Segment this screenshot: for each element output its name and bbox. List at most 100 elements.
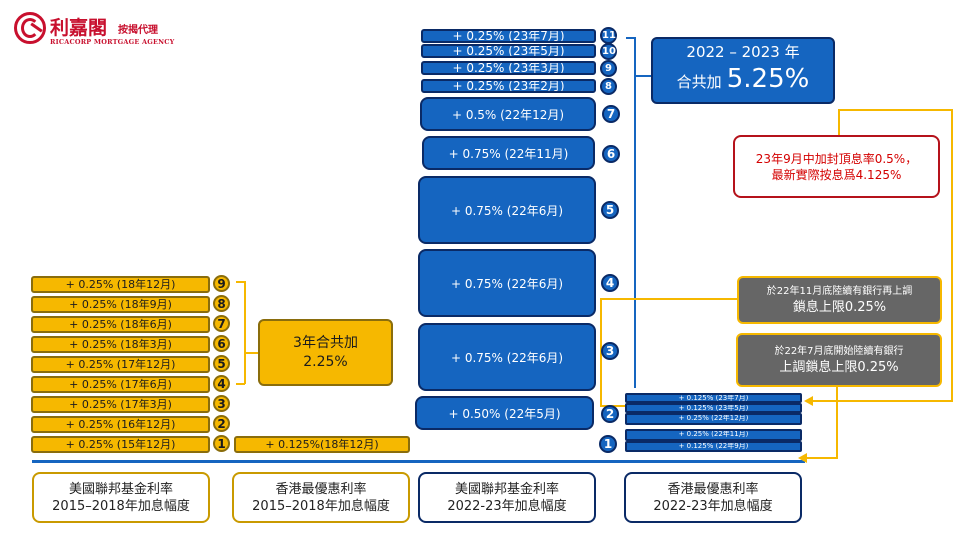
prime-2022-top-1: + 0.125% (23年7月) bbox=[625, 393, 802, 403]
logo-mark-icon bbox=[14, 12, 46, 44]
fed-2015-label: + 0.25% (16年12月) bbox=[31, 416, 210, 433]
fed-2022-total-value: 5.25% bbox=[726, 64, 810, 94]
fed-2015-total-value: 2.25% bbox=[303, 353, 348, 370]
caption-prime-2022: 香港最優惠利率 2022-23年加息幅度 bbox=[624, 472, 802, 523]
blue-bracket-vertical bbox=[634, 37, 636, 388]
fed-2022-label-3: + 0.75% (22年6月) bbox=[418, 323, 596, 391]
fed-2022-label-10: + 0.25% (23年5月) bbox=[421, 44, 596, 58]
fed-2015-label: + 0.25% (17年3月) bbox=[31, 396, 210, 413]
fed-2015-row-9: + 0.25% (18年12月) 9 bbox=[31, 275, 246, 293]
gold-arrow-jul-shaft bbox=[812, 400, 953, 402]
arrow-head-nov-icon bbox=[798, 453, 807, 463]
caption-subtitle: 2015–2018年加息幅度 bbox=[252, 498, 390, 514]
fed-2015-num: 7 bbox=[213, 315, 230, 332]
fed-2015-row-8: + 0.25% (18年9月) 8 bbox=[31, 295, 246, 313]
gold-arrow-jul-top bbox=[838, 109, 953, 111]
fed-2015-label: + 0.25% (17年12月) bbox=[31, 356, 210, 373]
prime-2015-label: + 0.125%(18年12月) bbox=[234, 436, 410, 453]
fed-2022-num-2: 2 bbox=[601, 405, 619, 423]
fed-2015-num: 4 bbox=[213, 375, 230, 392]
gold-bracket-top bbox=[236, 281, 245, 283]
fed-2015-label: + 0.25% (18年12月) bbox=[31, 276, 210, 293]
fed-2015-label: + 0.25% (17年6月) bbox=[31, 376, 210, 393]
fed-2015-label: + 0.25% (15年12月) bbox=[31, 436, 210, 453]
fed-2022-total-title: 2022 – 2023 年 bbox=[686, 43, 800, 61]
fed-2015-row-5: + 0.25% (17年12月) 5 bbox=[31, 355, 246, 373]
fed-2015-label: + 0.25% (18年3月) bbox=[31, 336, 210, 353]
fed-2022-label-2: + 0.50% (22年5月) bbox=[415, 396, 594, 430]
prime-2022-top-3: + 0.25% (22年12月) bbox=[625, 413, 802, 425]
fed-2022-total-prefix: 合共加 bbox=[676, 73, 722, 91]
jul-lock-line2: 上調鎖息上限0.25% bbox=[779, 359, 899, 375]
fed-2015-label: + 0.25% (18年9月) bbox=[31, 296, 210, 313]
fed-2022-num-5: 5 bbox=[601, 201, 619, 219]
prime-2022-bottom-2: + 0.125% (22年9月) bbox=[625, 441, 802, 452]
gold-link-top bbox=[600, 298, 738, 300]
caption-fed-2015: 美國聯邦基金利率 2015–2018年加息幅度 bbox=[32, 472, 210, 523]
gold-bracket-stub bbox=[244, 352, 258, 354]
fed-2015-num: 6 bbox=[213, 335, 230, 352]
prime-2022-top-2: + 0.125% (23年5月) bbox=[625, 403, 802, 413]
caption-subtitle: 2022-23年加息幅度 bbox=[653, 498, 773, 514]
blue-bracket-stub bbox=[634, 75, 652, 77]
caption-title: 香港最優惠利率 bbox=[667, 481, 759, 497]
fed-2022-num-9: 9 bbox=[600, 60, 617, 77]
gold-arrow-nov-vertical bbox=[836, 386, 838, 458]
fed-2015-num: 2 bbox=[213, 415, 230, 432]
fed-2022-num-6: 6 bbox=[602, 145, 620, 163]
jul-lock-line1: 於22年7月底開始陸續有銀行 bbox=[774, 345, 904, 357]
logo: 利嘉閣 按揭代理 RICACORP MORTGAGE AGENCY bbox=[14, 8, 214, 48]
baseline bbox=[32, 460, 805, 463]
fed-2022-num-7: 7 bbox=[602, 105, 620, 123]
fed-2015-row-2: + 0.25% (16年12月) 2 bbox=[31, 415, 246, 433]
gold-arrow-nov-shaft bbox=[806, 457, 838, 459]
fed-2022-label-4: + 0.75% (22年6月) bbox=[418, 249, 596, 317]
fed-2022-label-9: + 0.25% (23年3月) bbox=[421, 61, 596, 75]
gold-arrow-jul-vertical bbox=[951, 109, 953, 401]
nov-lock-line2: 鎖息上限0.25% bbox=[792, 299, 887, 315]
logo-name: 利嘉閣 bbox=[50, 17, 108, 39]
blue-bracket-top bbox=[626, 37, 636, 39]
fed-2022-label-7: + 0.5% (22年12月) bbox=[420, 97, 596, 131]
fed-2022-label-8: + 0.25% (23年2月) bbox=[421, 79, 596, 93]
fed-2022-num-4: 4 bbox=[601, 274, 619, 292]
nov-lock-note: 於22年11月底陸續有銀行再上調 鎖息上限0.25% bbox=[737, 276, 942, 324]
caption-subtitle: 2022-23年加息幅度 bbox=[447, 498, 567, 514]
fed-2015-row-3: + 0.25% (17年3月) 3 bbox=[31, 395, 246, 413]
logo-suffix: 按揭代理 bbox=[118, 25, 158, 36]
gold-bracket-bottom bbox=[236, 383, 245, 385]
caption-prime-2015: 香港最優惠利率 2015–2018年加息幅度 bbox=[232, 472, 410, 523]
prime-2022-bottom-1: + 0.25% (22年11月) bbox=[625, 429, 802, 441]
gold-arrow-jul-stub bbox=[838, 109, 840, 135]
jul-lock-note: 於22年7月底開始陸續有銀行 上調鎖息上限0.25% bbox=[736, 333, 942, 387]
fed-2015-num: 5 bbox=[213, 355, 230, 372]
fed-2015-num: 3 bbox=[213, 395, 230, 412]
caption-title: 美國聯邦基金利率 bbox=[454, 481, 559, 497]
fed-2022-num-11: 11 bbox=[600, 27, 617, 44]
fed-2015-num: 8 bbox=[213, 295, 230, 312]
prime-2022-num-1: 1 bbox=[599, 435, 617, 453]
fed-2015-row-7: + 0.25% (18年6月) 7 bbox=[31, 315, 246, 333]
fed-2015-label: + 0.25% (18年6月) bbox=[31, 316, 210, 333]
fed-2015-row-4: + 0.25% (17年6月) 4 bbox=[31, 375, 246, 393]
caption-title: 美國聯邦基金利率 bbox=[68, 481, 173, 497]
fed-2015-total-label: 3年合共加 bbox=[293, 334, 358, 351]
logo-english: RICACORP MORTGAGE AGENCY bbox=[50, 38, 175, 46]
fed-2022-label-11: + 0.25% (23年7月) bbox=[421, 29, 596, 43]
fed-2015-row-1: + 0.25% (15年12月) 1 bbox=[31, 435, 246, 453]
fed-2022-num-10: 10 bbox=[600, 43, 617, 60]
fed-2022-num-8: 8 bbox=[600, 78, 617, 95]
fed-2015-num: 1 bbox=[213, 435, 230, 452]
caption-fed-2022: 美國聯邦基金利率 2022-23年加息幅度 bbox=[418, 472, 596, 523]
fed-2022-num-3: 3 bbox=[601, 342, 619, 360]
caption-title: 香港最優惠利率 bbox=[275, 481, 367, 497]
fed-2022-label-6: + 0.75% (22年11月) bbox=[422, 136, 595, 170]
nov-lock-line1: 於22年11月底陸續有銀行再上調 bbox=[766, 285, 913, 297]
fed-2015-total-box: 3年合共加 2.25% bbox=[258, 319, 393, 386]
rate-cap-line1: 23年9月中加封頂息率0.5%， bbox=[755, 151, 918, 166]
fed-2022-total-box: 2022 – 2023 年 合共加 5.25% bbox=[651, 37, 835, 104]
caption-subtitle: 2015–2018年加息幅度 bbox=[52, 498, 190, 514]
fed-2015-num: 9 bbox=[213, 275, 230, 292]
rate-cap-note: 23年9月中加封頂息率0.5%， 最新實際按息爲4.125% bbox=[733, 135, 940, 198]
arrow-head-jul-icon bbox=[804, 396, 813, 406]
